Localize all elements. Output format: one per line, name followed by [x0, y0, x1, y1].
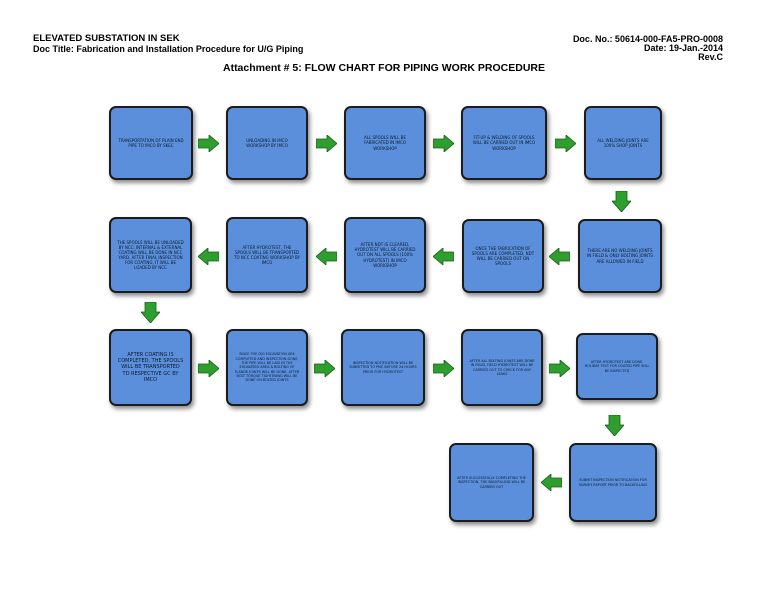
step-box-16: SUBMIT INSPECTION NOTIFICATION FOR SURVE…	[569, 443, 657, 522]
arrow-right-icon	[316, 135, 337, 152]
arrow-left-icon	[549, 248, 570, 265]
arrow-right-icon	[555, 135, 576, 152]
step-box-2: UNLOADING IN IMCO WORKSHOP BY IMCO	[226, 106, 308, 180]
step-box-14: AFTER ALL BOLTING JOINTS ARE DONE IN FIE…	[461, 329, 543, 406]
step-box-7: ONCE THE FABRICATION OF SPOOLS ARE COMPL…	[462, 219, 544, 293]
step-box-17: AFTER SUCCESSFULLY COMPLETING THE INSPEC…	[449, 443, 534, 522]
arrow-right-icon	[433, 135, 454, 152]
step-box-12: SINCE THE D/G EXCAVATION ARE COMPLETED A…	[226, 329, 308, 406]
step-box-3: ALL SPOOLS WILL BE FABRICATED IN IMCO WO…	[344, 106, 426, 180]
step-box-5: ALL WELDING JOINTS ARE 100% SHOP JOINTS	[584, 106, 662, 180]
arrow-right-icon	[198, 135, 219, 152]
project-name: ELEVATED SUBSTATION IN SEK	[33, 33, 180, 44]
step-box-11: AFTER COATING IS COMPLETED, THE SPOOLS W…	[109, 329, 192, 406]
page-title: Attachment # 5: FLOW CHART FOR PIPING WO…	[222, 62, 545, 74]
arrow-right-icon	[314, 360, 335, 377]
step-box-13: INSPECTION NOTIFICATION WILL BE SUBMITTE…	[341, 329, 425, 406]
arrow-right-icon	[433, 360, 454, 377]
doc-number: Doc. No.: 50614-000-FA5-PRO-0008	[572, 34, 723, 44]
step-box-15: AFTER HYDROTEST ARE DONE, HOLIDAY TEST F…	[576, 333, 658, 400]
arrow-down-icon	[612, 191, 631, 212]
step-box-6: THERE ARE NO WELDING JOINTS IN FIELD & O…	[578, 219, 662, 293]
arrow-right-icon	[198, 360, 219, 377]
doc-date: Date: 19-Jan.-2014	[643, 43, 723, 53]
arrow-down-icon	[605, 415, 624, 436]
arrow-left-icon	[198, 248, 219, 265]
arrow-right-icon	[549, 360, 570, 377]
arrow-left-icon	[433, 248, 454, 265]
arrow-left-icon	[316, 248, 337, 265]
doc-title: Doc Title: Fabrication and Installation …	[33, 44, 304, 54]
step-box-8: AFTER NDT IS CLEARED, HYDROTEST WILL BE …	[344, 217, 426, 293]
arrow-left-icon	[541, 474, 562, 491]
step-box-1: TRANSPORTATION OF PLAIN END PIPE TO IMCO…	[109, 106, 193, 180]
step-box-9: AFTER HYDROTEST, THE SPOOLS WILL BE TRAN…	[226, 217, 308, 293]
arrow-down-icon	[141, 302, 160, 323]
step-box-4: FIT-UP & WELDING OF SPOOLS WILL BE CARRI…	[461, 106, 547, 180]
step-box-10: THE SPOOLS WILL BE UNLOADED BY NCC. INTE…	[109, 217, 192, 293]
doc-revision: Rev.C	[698, 52, 723, 62]
